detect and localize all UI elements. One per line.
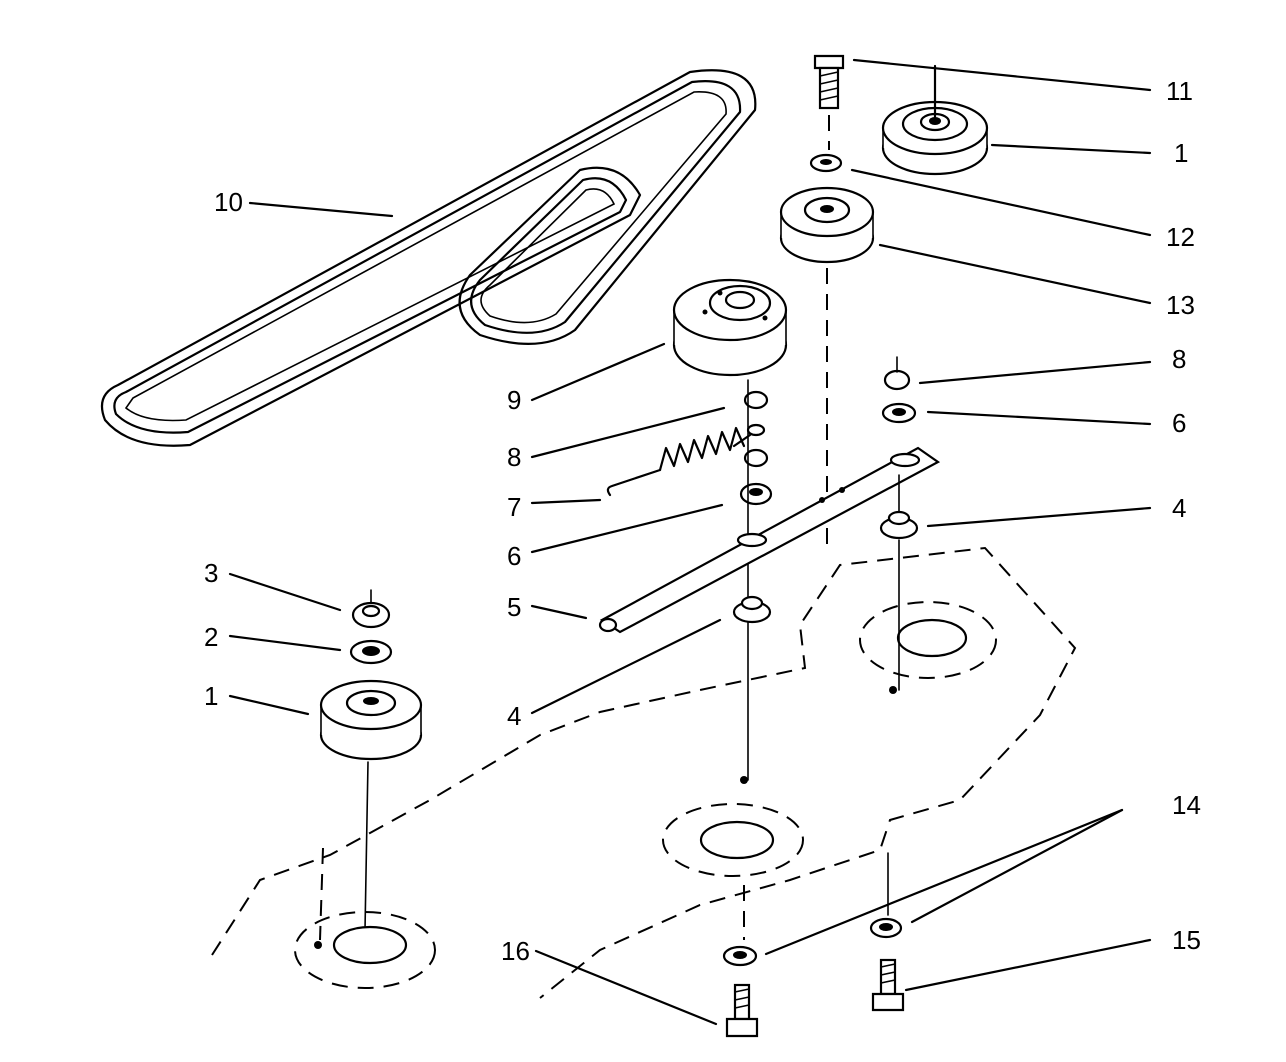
callout-1-top: 1 [1174,138,1189,168]
callout-13: 13 [1166,290,1195,320]
nut-8-right [883,356,911,391]
pulley-13 [779,186,875,545]
callout-8-right: 8 [1172,344,1187,374]
center-hardware-stack [739,379,773,781]
mount-ring-left [294,847,436,989]
callout-8-center: 8 [507,442,522,472]
pulley-9 [672,278,788,377]
idler-arm-5 [598,446,941,634]
drive-belt [100,69,757,447]
idler-pulley-left [319,679,423,931]
callout-3: 3 [204,558,219,588]
idler-pulley-top [881,64,989,176]
washer-2 [349,639,393,665]
callout-15: 15 [1172,925,1201,955]
bolt-16 [725,983,759,1038]
leader-lines [228,58,1152,1026]
bushing-4-center [732,595,772,624]
bolt-15 [871,958,905,1012]
callout-14: 14 [1172,790,1201,820]
callout-6-center: 6 [507,541,522,571]
washer-14-right [869,852,903,939]
bushing-4-right [879,474,919,540]
nut-3 [351,589,391,629]
washer-12 [809,153,843,173]
callout-12: 12 [1166,222,1195,252]
callout-2: 2 [204,622,219,652]
washer-14-center [722,945,758,967]
callout-9: 9 [507,385,522,415]
callout-10: 10 [214,187,243,217]
callout-5: 5 [507,592,522,622]
callout-7: 7 [507,492,522,522]
callout-1-left: 1 [204,681,219,711]
callout-16: 16 [501,936,530,966]
deck-outline [211,546,1077,999]
callout-6-right: 6 [1172,408,1187,438]
spring-7 [606,426,752,497]
mount-ring-center [662,776,804,940]
callout-4-center: 4 [507,701,522,731]
washer-6-right [881,402,917,424]
callout-4-right: 4 [1172,493,1187,523]
bolt-11 [813,54,845,150]
callout-11: 11 [1166,76,1193,106]
mount-ring-right [859,539,997,694]
